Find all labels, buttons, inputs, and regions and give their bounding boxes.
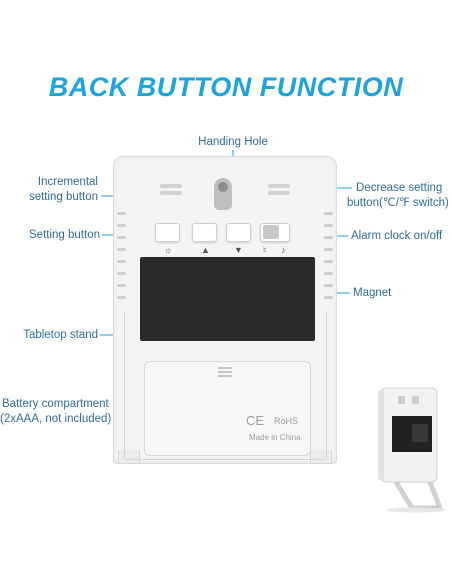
- top-slot: [268, 191, 290, 195]
- down-triangle-icon: ▼: [234, 245, 243, 255]
- bell-on-icon: ♪: [281, 245, 286, 255]
- vent: [117, 260, 126, 263]
- top-slot: [160, 184, 182, 188]
- up-triangle-icon: ▲: [201, 245, 210, 255]
- vent: [324, 296, 333, 299]
- vent: [117, 296, 126, 299]
- vent: [324, 248, 333, 251]
- battery-compartment[interactable]: [144, 361, 311, 456]
- tabletop-stand[interactable]: [124, 312, 327, 460]
- vent: [324, 272, 333, 275]
- vent: [324, 224, 333, 227]
- label-tabletop-stand: Tabletop stand: [23, 329, 98, 341]
- decrease-button[interactable]: [226, 223, 251, 242]
- magnet: [140, 257, 315, 341]
- label-battery-1: Battery compartment: [2, 398, 109, 410]
- label-incremental-1: Incremental: [37, 176, 98, 188]
- left-foot: [118, 450, 140, 464]
- top-slot: [160, 191, 182, 195]
- vent: [117, 236, 126, 239]
- top-slot: [268, 184, 290, 188]
- vent: [117, 224, 126, 227]
- device-side-view-thumbnail: [378, 387, 446, 513]
- label-handing-hole: Handing Hole: [198, 136, 268, 148]
- page-title: BACK BUTTON FUNCTION: [48, 72, 404, 102]
- label-battery-2: (2xAAA, not included): [0, 413, 112, 425]
- label-magnet: Magnet: [353, 287, 392, 299]
- vent: [117, 272, 126, 275]
- alarm-switch-slider: [263, 225, 279, 239]
- setting-button[interactable]: [155, 223, 180, 242]
- label-decrease-2: button(℃/℉ switch): [347, 197, 449, 209]
- vent: [324, 284, 333, 287]
- label-setting-button: Setting button: [29, 229, 100, 241]
- vent: [324, 212, 333, 215]
- vent: [324, 260, 333, 263]
- vent: [117, 284, 126, 287]
- battery-grip-line: [218, 367, 232, 369]
- rohs-mark: RoHS: [274, 416, 299, 426]
- increment-button[interactable]: [192, 223, 217, 242]
- vent: [117, 248, 126, 251]
- bell-off-icon: ♮: [263, 245, 267, 255]
- label-decrease-1: Decrease setting: [356, 182, 443, 194]
- label-incremental-2: setting button: [28, 191, 98, 203]
- battery-grip-line: [218, 375, 232, 377]
- sun-icon: ☼: [164, 245, 173, 255]
- ce-mark: CE: [246, 413, 265, 428]
- battery-grip-line: [218, 371, 232, 373]
- made-in-china: Made in China: [249, 433, 301, 442]
- hanging-hole: [214, 178, 232, 210]
- vent: [117, 212, 126, 215]
- label-alarm-switch: Alarm clock on/off: [351, 230, 443, 242]
- vent: [324, 236, 333, 239]
